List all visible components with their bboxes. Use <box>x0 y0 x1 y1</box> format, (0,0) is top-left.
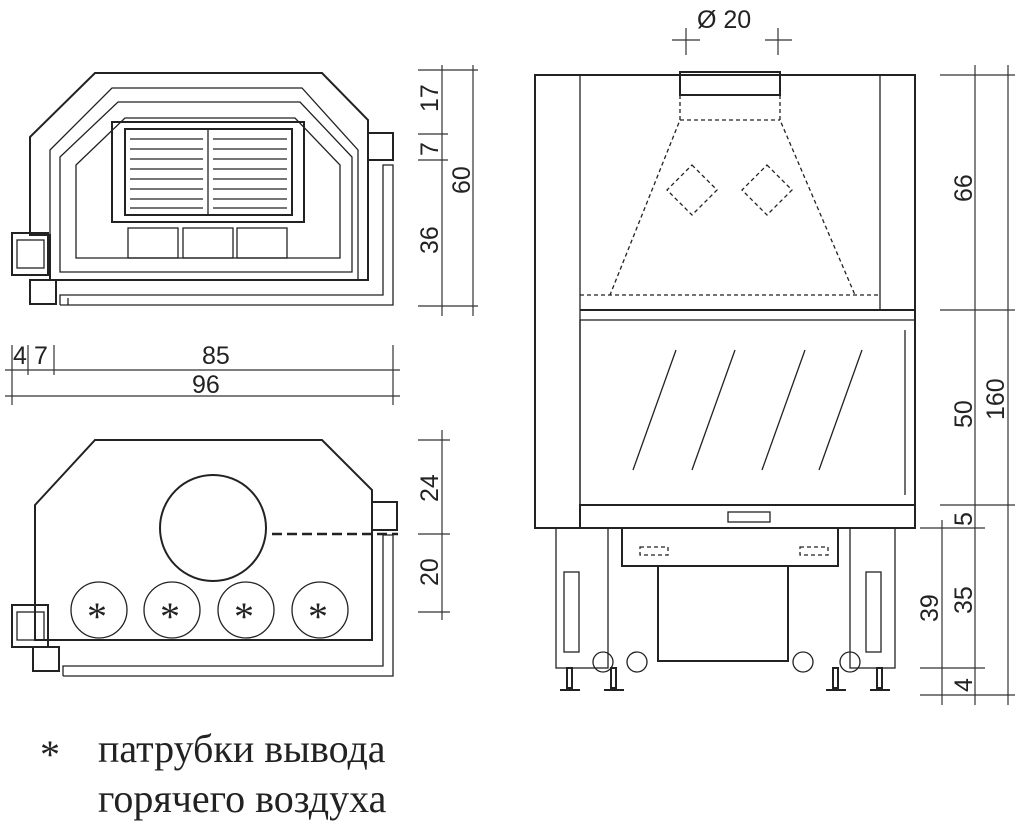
dim-39: 39 <box>916 594 944 622</box>
legend-line-2: горячего воздуха <box>98 776 387 821</box>
dim-4: 4 <box>13 342 27 370</box>
dim-60: 60 <box>448 166 476 194</box>
top-dimension-lines <box>5 65 478 405</box>
grate-lines <box>130 138 287 209</box>
legend-symbol: * <box>40 732 60 777</box>
dim-66: 66 <box>950 174 978 202</box>
top-plan-view <box>11 72 394 306</box>
dim-50: 50 <box>950 400 978 428</box>
dim-24: 24 <box>416 474 444 502</box>
flue-diameter-label: Ø 20 <box>697 6 751 34</box>
bottom-view <box>11 439 398 677</box>
dim-7-vertical: 7 <box>416 142 444 156</box>
dim-85: 85 <box>202 342 230 370</box>
fan-outlet-marker: * <box>234 594 254 639</box>
bottom-dimension-lines <box>418 430 450 620</box>
dim-35: 35 <box>950 586 978 614</box>
fan-outlet-marker: * <box>87 594 107 639</box>
dim-96: 96 <box>192 371 220 399</box>
dim-20: 20 <box>416 558 444 586</box>
front-view <box>534 28 916 691</box>
dim-4-front: 4 <box>950 678 978 692</box>
dim-7-horizontal: 7 <box>34 342 48 370</box>
dim-36: 36 <box>416 226 444 254</box>
legend-line-1: патрубки вывода <box>98 726 386 771</box>
front-dimension-lines <box>920 65 1015 705</box>
fan-outlet-marker: * <box>308 594 328 639</box>
dim-17: 17 <box>416 84 444 112</box>
fan-outlet-marker: * <box>160 594 180 639</box>
dim-160: 160 <box>982 378 1010 420</box>
dim-5: 5 <box>950 512 978 526</box>
